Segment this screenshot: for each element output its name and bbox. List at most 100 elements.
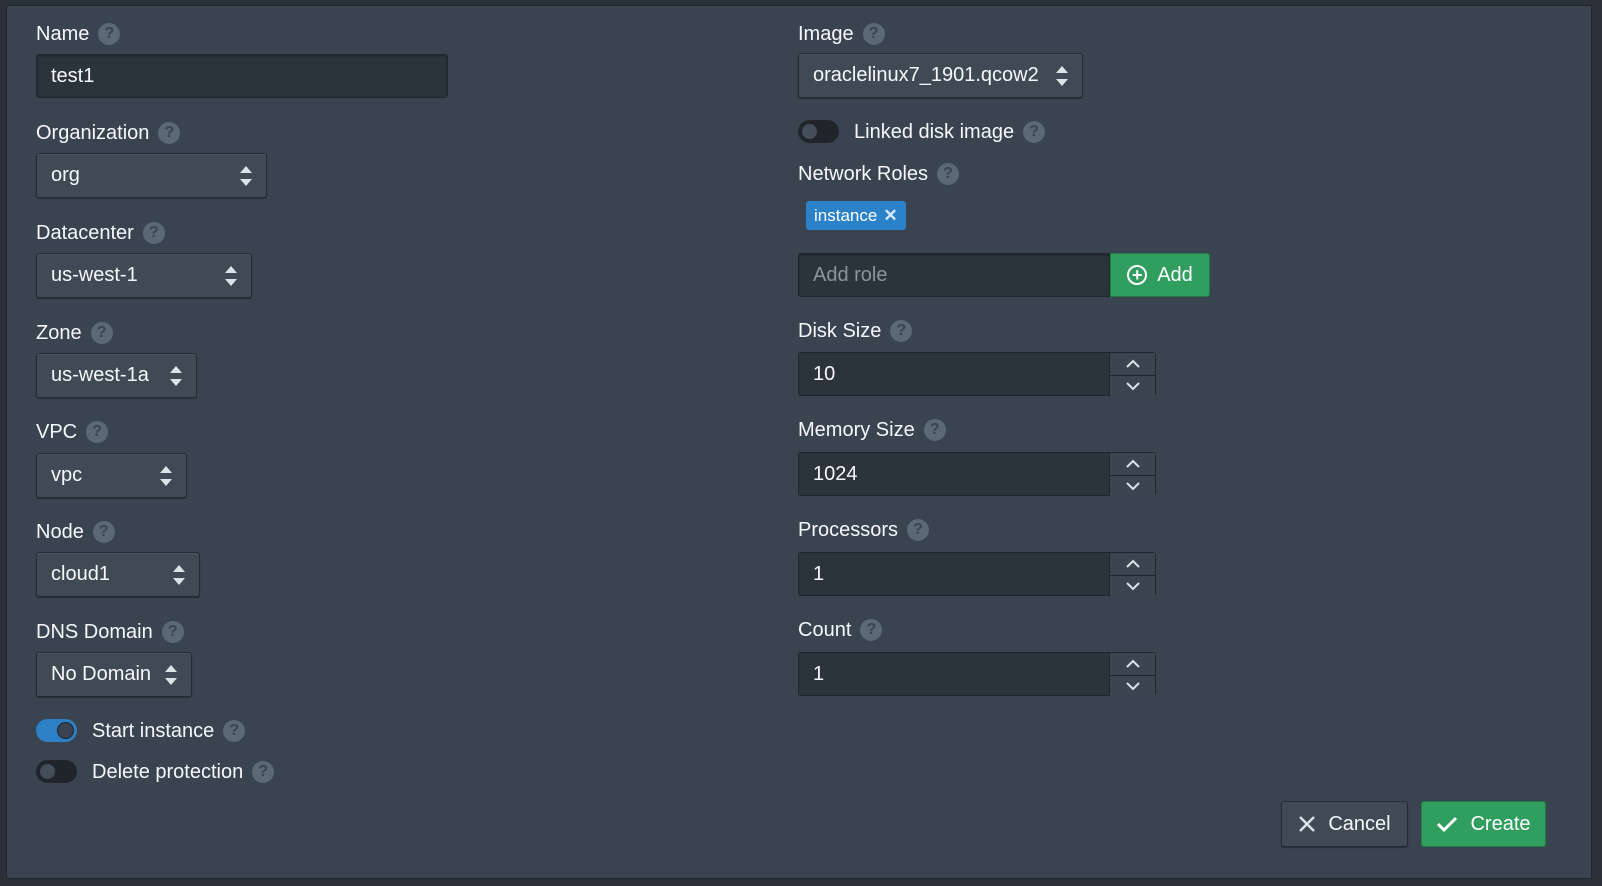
memory-size-value: 1024 (813, 463, 858, 485)
delete-protection-label: Delete protection (92, 760, 244, 783)
decrement-button[interactable] (1110, 375, 1155, 397)
node-field: Node? (36, 520, 115, 544)
help-icon[interactable]: ? (907, 519, 930, 541)
disk-size-value: 10 (813, 363, 836, 385)
help-icon[interactable]: ? (161, 621, 184, 643)
disk-size-input[interactable]: 10 (798, 352, 1156, 397)
dns-domain-value: No Domain (51, 663, 152, 685)
cancel-button[interactable]: Cancel (1281, 801, 1408, 847)
start-instance-toggle[interactable] (36, 719, 77, 742)
network-roles-field: Network Roles? (798, 162, 960, 186)
add-role-input[interactable]: Add role (798, 253, 1111, 297)
image-field: Image? (798, 22, 885, 46)
help-icon[interactable]: ? (223, 720, 246, 742)
remove-tag-icon[interactable]: ✕ (883, 206, 898, 225)
linked-disk-toggle[interactable] (798, 120, 839, 143)
help-icon[interactable]: ? (252, 761, 275, 783)
disk-size-stepper (1109, 353, 1155, 397)
organization-value: org (51, 164, 80, 186)
start-instance-label: Start instance (92, 719, 215, 742)
delete-protection-toggle[interactable] (36, 760, 77, 783)
dns-domain-field: DNS Domain? (36, 620, 184, 644)
help-icon[interactable]: ? (923, 419, 946, 441)
help-icon[interactable]: ? (90, 322, 113, 344)
help-icon[interactable]: ? (142, 222, 165, 244)
datacenter-select[interactable]: us-west-1 (36, 253, 252, 298)
organization-select[interactable]: org (36, 153, 267, 198)
name-field: Name? (36, 22, 121, 46)
vpc-label: VPC (36, 421, 78, 443)
help-icon[interactable]: ? (158, 122, 181, 144)
chevron-down-icon (1125, 682, 1140, 691)
add-role-button-label: Add (1157, 263, 1193, 286)
chevron-down-icon (1125, 582, 1140, 591)
image-label: Image (798, 23, 854, 45)
datacenter-value: us-west-1 (51, 264, 138, 286)
count-stepper (1109, 653, 1155, 697)
linked-disk-row: Linked disk image? (854, 120, 1046, 144)
decrement-button[interactable] (1110, 575, 1155, 597)
check-icon (1437, 816, 1458, 833)
count-input[interactable]: 1 (798, 652, 1156, 697)
increment-button[interactable] (1110, 353, 1155, 376)
help-icon[interactable]: ? (1023, 121, 1046, 143)
help-icon[interactable]: ? (98, 23, 121, 45)
processors-input[interactable]: 1 (798, 552, 1156, 597)
processors-value: 1 (813, 563, 825, 585)
select-caret-icon (240, 166, 252, 186)
increment-button[interactable] (1110, 553, 1155, 576)
image-select[interactable]: oraclelinux7_1901.qcow2 (798, 53, 1083, 98)
zone-select[interactable]: us-west-1a (36, 353, 197, 398)
select-caret-icon (165, 665, 177, 685)
count-label: Count (798, 619, 852, 641)
toggle-knob (57, 722, 74, 739)
vpc-field: VPC? (36, 420, 109, 444)
start-instance-row: Start instance? (92, 719, 246, 743)
name-label: Name (36, 23, 90, 45)
select-caret-icon (173, 565, 185, 585)
help-icon[interactable]: ? (86, 421, 109, 443)
node-label: Node (36, 521, 84, 543)
node-select[interactable]: cloud1 (36, 552, 200, 597)
processors-field: Processors? (798, 518, 930, 542)
help-icon[interactable]: ? (937, 163, 960, 185)
image-value: oraclelinux7_1901.qcow2 (813, 64, 1039, 86)
disk-size-field: Disk Size? (798, 319, 913, 343)
zone-label: Zone (36, 322, 82, 344)
toggle-knob (801, 123, 818, 140)
datacenter-field: Datacenter? (36, 221, 165, 245)
select-caret-icon (1056, 66, 1068, 86)
select-caret-icon (160, 466, 172, 486)
role-tag-label: instance (814, 206, 878, 225)
chevron-down-icon (1125, 382, 1140, 391)
count-value: 1 (813, 663, 825, 685)
chevron-down-icon (1125, 482, 1140, 491)
linked-disk-label: Linked disk image (854, 120, 1015, 143)
vpc-select[interactable]: vpc (36, 453, 187, 498)
help-icon[interactable]: ? (862, 23, 885, 45)
datacenter-label: Datacenter (36, 222, 134, 244)
chevron-up-icon (1125, 459, 1140, 468)
toggle-knob (39, 763, 56, 780)
cancel-button-label: Cancel (1328, 812, 1391, 835)
add-role-button[interactable]: + Add (1110, 253, 1210, 297)
increment-button[interactable] (1110, 453, 1155, 476)
count-field: Count? (798, 618, 883, 642)
help-icon[interactable]: ? (890, 320, 913, 342)
decrement-button[interactable] (1110, 675, 1155, 697)
name-input[interactable]: test1 (36, 54, 448, 98)
plus-circle-icon: + (1127, 265, 1148, 285)
create-button-label: Create (1470, 812, 1531, 835)
node-value: cloud1 (51, 563, 110, 585)
processors-label: Processors (798, 519, 899, 541)
disk-size-label: Disk Size (798, 320, 882, 342)
increment-button[interactable] (1110, 653, 1155, 676)
dns-domain-select[interactable]: No Domain (36, 652, 192, 697)
memory-size-input[interactable]: 1024 (798, 452, 1156, 497)
help-icon[interactable]: ? (860, 619, 883, 641)
decrement-button[interactable] (1110, 475, 1155, 497)
dns-domain-label: DNS Domain (36, 621, 153, 643)
help-icon[interactable]: ? (92, 521, 115, 543)
zone-value: us-west-1a (51, 364, 149, 386)
create-button[interactable]: Create (1421, 801, 1546, 847)
